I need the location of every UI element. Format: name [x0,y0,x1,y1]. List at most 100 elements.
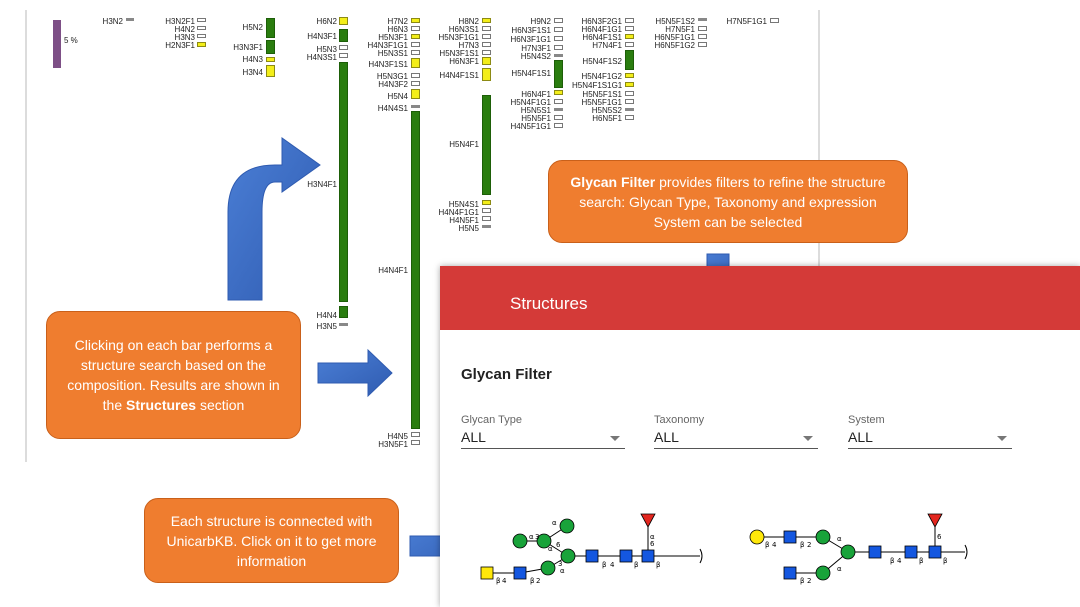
chevron-down-icon[interactable] [997,436,1007,441]
composition-bar[interactable] [482,50,491,55]
bar-label: H5N2 [242,23,263,32]
composition-bar[interactable] [482,57,491,65]
composition-bar[interactable] [625,115,634,120]
composition-bar[interactable] [698,34,707,39]
composition-bar[interactable] [625,42,634,47]
composition-bar[interactable] [554,18,563,23]
composition-bar[interactable] [339,53,348,58]
bar-label: H3N2 [102,17,123,26]
composition-bar[interactable] [411,73,420,78]
composition-bar[interactable] [625,99,634,104]
composition-bar[interactable] [482,18,491,23]
composition-bar[interactable] [625,50,634,70]
composition-bar[interactable] [482,216,491,221]
link-label: 6 [650,540,655,548]
glycan-structure-2[interactable]: β 4 β 2 β 2 α α β 4 β β 6 [745,511,975,593]
composition-bar[interactable] [339,323,348,326]
composition-bar[interactable] [482,225,491,228]
composition-bar[interactable] [698,26,707,31]
composition-bar[interactable] [411,42,420,47]
composition-bar[interactable] [482,34,491,39]
composition-bar[interactable] [339,306,348,318]
system-value[interactable]: ALL [848,429,873,445]
composition-bar[interactable] [625,34,634,39]
composition-bar[interactable] [625,108,634,111]
composition-bar[interactable] [266,65,275,77]
composition-bar[interactable] [554,115,563,120]
link-label: α [650,533,655,541]
composition-bar[interactable] [411,50,420,55]
bar-label: H6N4F1 [521,90,551,99]
composition-bar[interactable] [770,18,779,23]
mannose-circle-icon [560,548,576,564]
composition-bar[interactable] [554,99,563,104]
composition-bar[interactable] [411,34,420,39]
structures-panel: Structures Glycan Filter Glycan Type ALL… [440,266,1080,607]
composition-bar[interactable] [266,40,275,54]
composition-bar[interactable] [197,34,206,38]
composition-bar[interactable] [554,108,563,111]
composition-bar[interactable] [554,54,563,57]
composition-bar[interactable] [197,18,206,22]
composition-bar[interactable] [625,18,634,23]
composition-bar[interactable] [698,18,707,21]
composition-bar[interactable] [625,82,634,87]
composition-bar[interactable] [554,27,563,32]
composition-bar[interactable] [126,18,134,21]
composition-bar[interactable] [411,111,420,429]
composition-bar[interactable] [482,200,491,205]
composition-bar[interactable] [482,208,491,213]
composition-bar[interactable] [698,42,707,47]
composition-bar[interactable] [482,68,491,81]
composition-bar[interactable] [554,90,563,95]
composition-bar[interactable] [411,89,420,99]
composition-bar[interactable] [197,42,206,47]
composition-bar[interactable] [411,432,420,437]
chevron-down-icon[interactable] [610,436,620,441]
unicarbkb-callout: Each structure is connected with Unicarb… [144,498,399,583]
composition-bar[interactable] [554,36,563,41]
glycan-structure-1[interactable]: β 4 β 2 α 3 α 6 α 3 α β 4 β β α 6 [480,511,710,593]
bar-label: H7N5F1G1 [726,17,767,26]
composition-bar[interactable] [266,57,275,62]
bar-label: H3N4 [242,68,263,77]
link-label: α [552,519,557,527]
composition-bar[interactable] [266,18,275,38]
taxonomy-label: Taxonomy [654,414,705,426]
composition-bar[interactable] [411,26,420,31]
composition-bar[interactable] [554,123,563,128]
composition-bar[interactable] [339,17,348,25]
link-label: 3 [558,560,562,568]
composition-bar[interactable] [339,62,348,302]
taxonomy-value[interactable]: ALL [654,429,679,445]
composition-bar[interactable] [411,18,420,23]
callout-text-tail: section [196,397,245,413]
composition-bar[interactable] [554,60,563,88]
bar-label: H5N5 [458,224,479,233]
composition-bar[interactable] [482,26,491,31]
composition-bar[interactable] [197,26,206,30]
glycan-type-value[interactable]: ALL [461,429,486,445]
glcnac-square-icon [783,566,797,580]
bar-label: H7N3 [458,41,479,50]
composition-bar[interactable] [411,58,420,68]
composition-bar[interactable] [482,42,491,47]
composition-bar[interactable] [625,73,634,78]
composition-bar[interactable] [554,45,563,50]
select-underline [461,448,625,449]
composition-bar[interactable] [411,105,420,108]
composition-bar[interactable] [482,95,491,195]
chevron-down-icon[interactable] [803,436,813,441]
link-label: β [634,561,638,569]
composition-bar[interactable] [339,29,348,42]
mannose-circle-icon [815,529,831,545]
composition-bar[interactable] [339,45,348,50]
composition-bar[interactable] [625,26,634,31]
composition-bar[interactable] [411,440,420,445]
bar-label: H3N2F1 [165,17,195,26]
link-label: β [919,557,923,565]
composition-bar[interactable] [625,91,634,96]
composition-bar[interactable] [411,81,420,86]
bar-label: H5N4F1G1 [510,98,551,107]
bar-label: H3N3F1 [233,43,263,52]
